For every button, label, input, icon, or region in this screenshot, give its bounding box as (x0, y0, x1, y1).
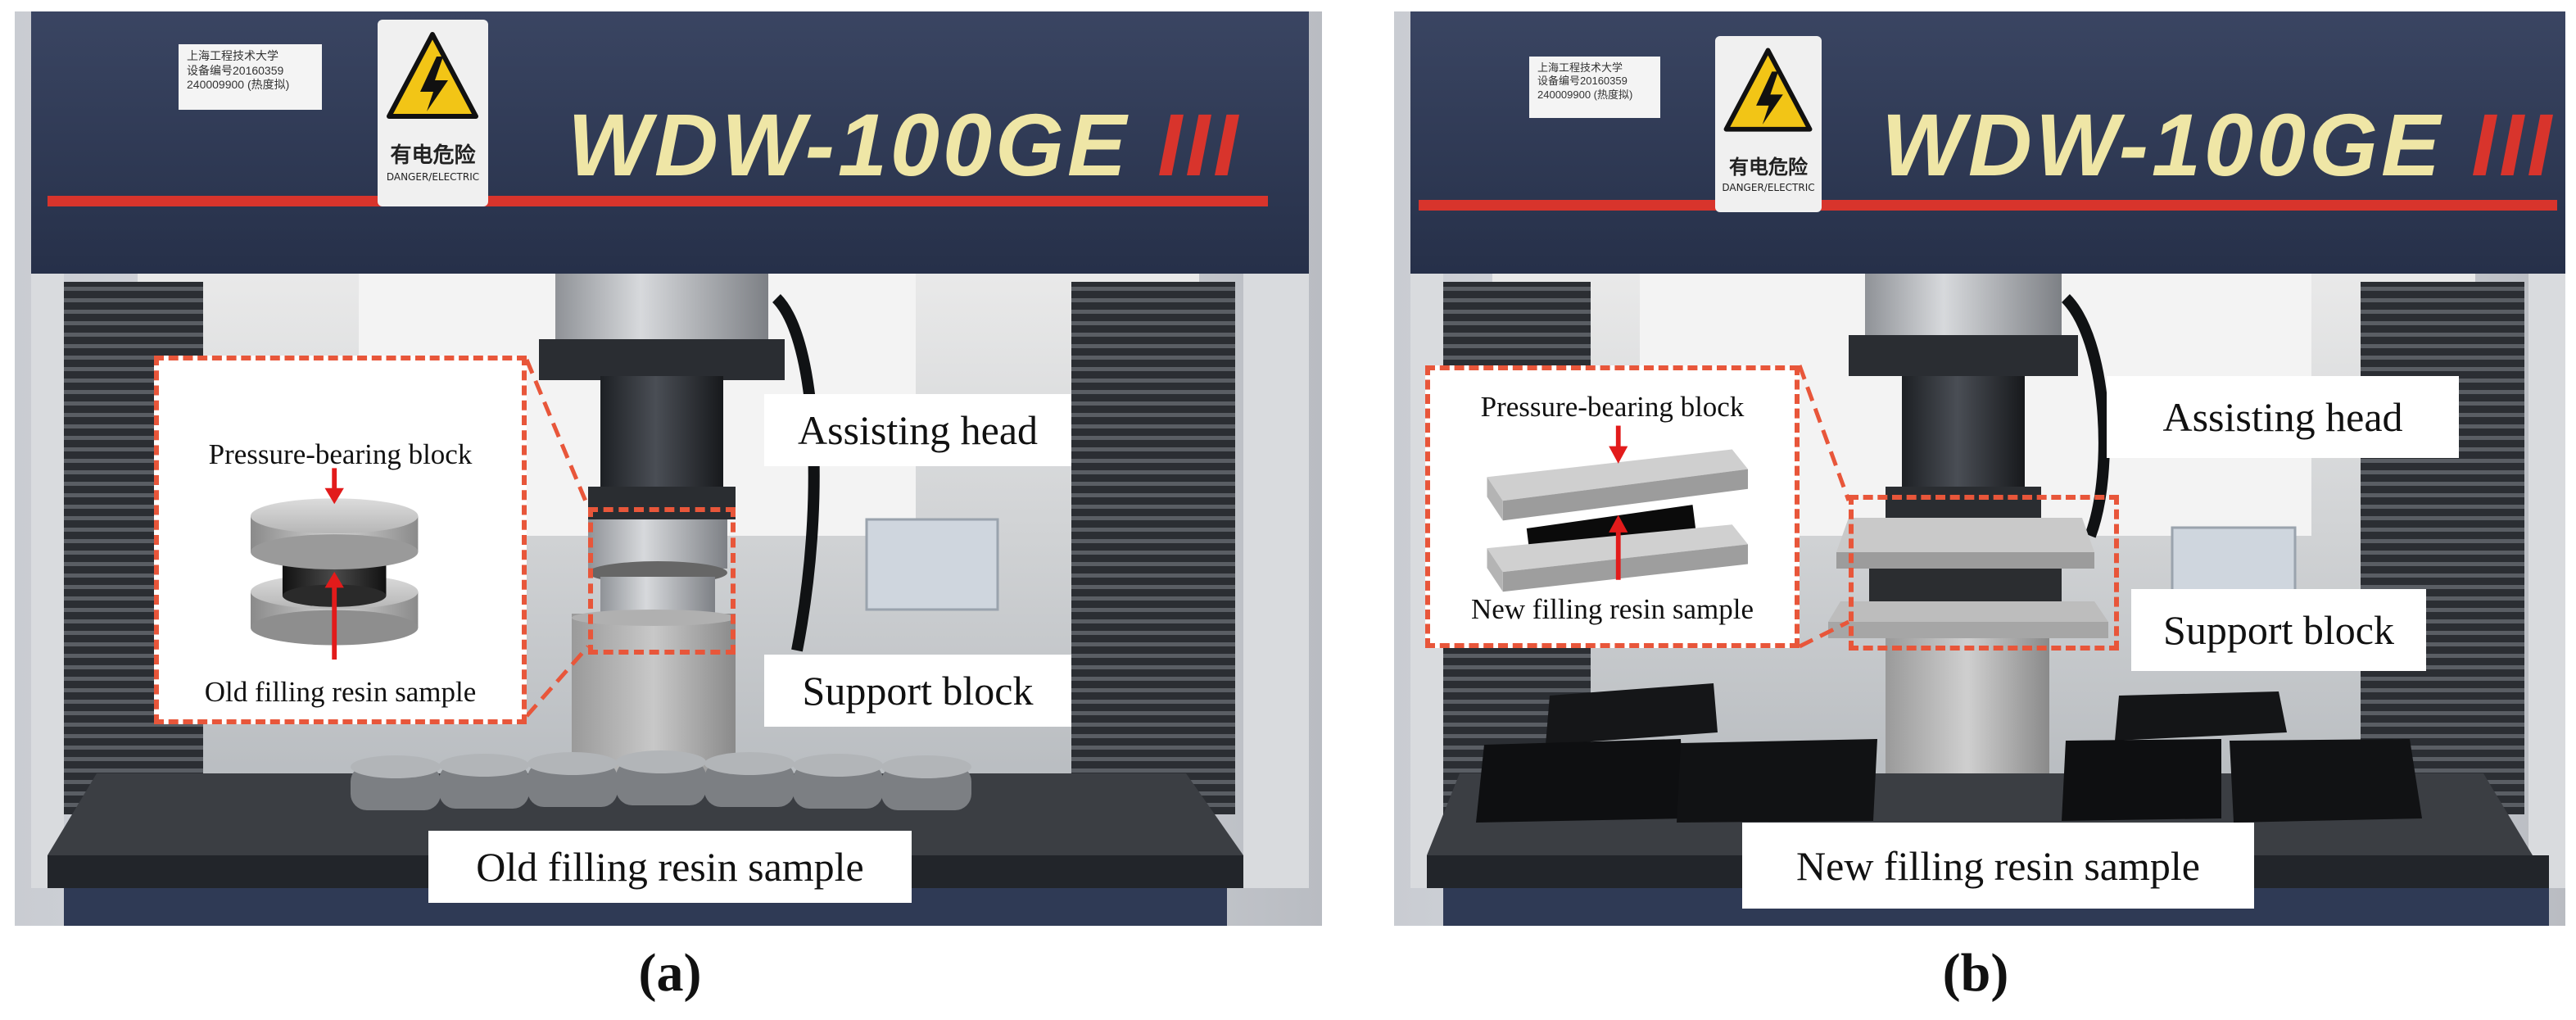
plate-line: 设备编号20160359 (1537, 75, 1628, 88)
inset-bottom-label: Old filling resin sample (204, 676, 477, 708)
danger-sign: 有电危险 DANGER/ELECTRIC (378, 20, 488, 206)
support-block-label: Support block (764, 655, 1071, 727)
plate-sample-diagram (1487, 425, 1749, 592)
new-resin-plates (1476, 683, 2422, 823)
electric-warning-icon (1723, 48, 1813, 132)
plate-line: 设备编号20160359 (187, 63, 284, 77)
plate-line: 240009900 (热度拟) (187, 78, 290, 91)
inset-diagram-b: Pressure-bearing block New filling resin… (1425, 365, 1800, 648)
plate-line: 240009900 (热度拟) (1537, 88, 1633, 101)
photo-panel-b: 上海工程技术大学 设备编号20160359 240009900 (热度拟) 有电… (1394, 11, 2565, 926)
danger-sign-cn: 有电危险 (1729, 156, 1808, 179)
electric-warning-icon (387, 32, 478, 119)
plate-line: 上海工程技术大学 (187, 49, 278, 62)
inset-bottom-label: New filling resin sample (1470, 593, 1754, 625)
plate-line: 上海工程技术大学 (1537, 61, 1623, 74)
danger-sign: 有电危险 DANGER/ELECTRIC (1715, 36, 1822, 212)
machine-model: WDW-100GE (1881, 95, 2444, 194)
sample-label: Old filling resin sample (428, 831, 912, 903)
machine-model: WDW-100GE (568, 95, 1130, 194)
equipment-id-plate: 上海工程技术大学 设备编号20160359 240009900 (热度拟) (1529, 57, 1660, 118)
inset-top-label: Pressure-bearing block (1480, 391, 1745, 423)
photo-panel-a: 上海工程技术大学 设备编号20160359 240009900 (热度拟) 有电… (15, 11, 1322, 926)
old-resin-discs (351, 750, 971, 810)
equipment-id-plate: 上海工程技术大学 设备编号20160359 240009900 (热度拟) (179, 44, 322, 110)
machine-mark: III (1157, 95, 1242, 194)
machine-model-text: WDW-100GE III (568, 93, 1241, 196)
plate-highlight-box (1849, 495, 2119, 651)
machine-photo-a (15, 11, 1322, 926)
assisting-head-label: Assisting head (2107, 376, 2459, 458)
machine-mark: III (2471, 95, 2556, 194)
danger-sign-cn: 有电危险 (390, 143, 476, 168)
head-highlight-box (588, 507, 736, 655)
machine-model-text: WDW-100GE III (1881, 93, 2555, 196)
caption-a: (a) (638, 943, 702, 1003)
caption-b: (b) (1942, 943, 2009, 1003)
danger-sign-en: DANGER/ELECTRIC (386, 171, 480, 183)
cylinder-sample-diagram (251, 468, 419, 660)
danger-sign-en: DANGER/ELECTRIC (1722, 182, 1815, 193)
inset-top-label: Pressure-bearing block (208, 438, 473, 470)
sample-label: New filling resin sample (1742, 823, 2254, 909)
assisting-head-label: Assisting head (764, 394, 1071, 466)
support-block-label: Support block (2131, 589, 2426, 671)
inset-diagram-a: Pressure-bearing block (154, 356, 527, 724)
